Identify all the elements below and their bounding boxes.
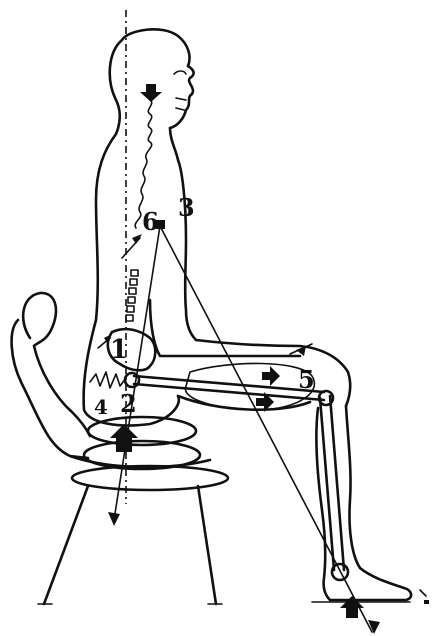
reaction-line bbox=[160, 226, 372, 632]
chair-leg-right bbox=[198, 486, 216, 604]
vertebra-chain bbox=[126, 270, 138, 321]
figure-front-outline bbox=[170, 128, 196, 340]
base-arrow-head bbox=[108, 512, 120, 526]
label-5: 5 bbox=[298, 365, 315, 394]
label-2: 2 bbox=[120, 389, 137, 418]
lumbar-spring bbox=[90, 372, 126, 388]
figure-arm-outline bbox=[150, 300, 300, 356]
chair-backrest bbox=[12, 320, 90, 458]
label-3: 3 bbox=[178, 193, 195, 222]
femur-bar-bottom bbox=[134, 384, 324, 400]
chair-leg-left bbox=[44, 486, 88, 604]
label-4: 4 bbox=[94, 395, 108, 419]
label-1: 1 bbox=[110, 335, 128, 365]
head-load-arrow bbox=[140, 84, 162, 102]
label-6: 6 bbox=[142, 207, 159, 236]
human-figure bbox=[84, 29, 426, 602]
force-lines bbox=[98, 10, 380, 634]
thigh-arrow-upper bbox=[262, 366, 280, 386]
femur-bar-top bbox=[134, 376, 324, 392]
figure-back-outline bbox=[84, 29, 190, 425]
figure-shin-front bbox=[330, 406, 411, 600]
figure-face-outline bbox=[170, 66, 194, 128]
figure-eye bbox=[174, 71, 186, 74]
figure-mouth bbox=[176, 98, 186, 110]
seat-reaction-arrow bbox=[110, 424, 138, 452]
foot-tip-mark bbox=[424, 600, 429, 604]
figure-toes bbox=[420, 590, 426, 596]
chair-headrest bbox=[23, 293, 56, 346]
